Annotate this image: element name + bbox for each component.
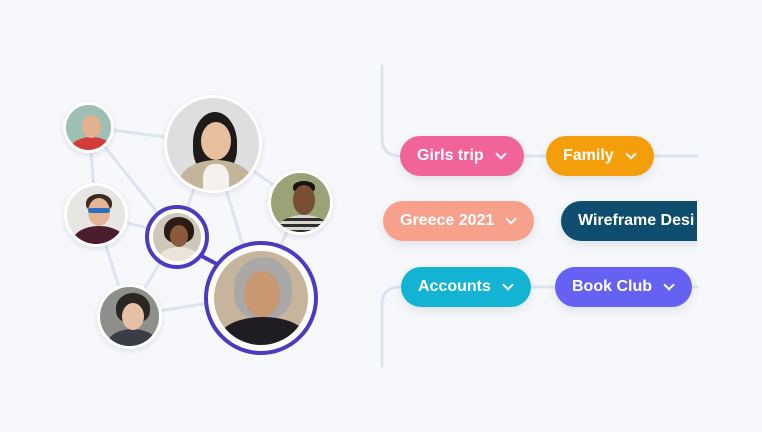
tree-line bbox=[380, 285, 402, 368]
tag-label: Greece 2021 bbox=[400, 212, 495, 229]
tag-label: Accounts bbox=[418, 278, 491, 295]
tag-girls-trip[interactable]: Girls trip bbox=[400, 136, 524, 176]
avatar[interactable] bbox=[97, 284, 162, 349]
tag-label: Family bbox=[563, 147, 614, 164]
chevron-down-icon[interactable] bbox=[501, 280, 515, 294]
avatar[interactable] bbox=[63, 102, 114, 153]
chevron-down-icon[interactable] bbox=[624, 149, 638, 163]
chevron-down-icon[interactable] bbox=[494, 149, 508, 163]
tag-greece-2021[interactable]: Greece 2021 bbox=[383, 201, 535, 241]
tag-label: Wireframe Desi bbox=[578, 212, 695, 229]
chevron-down-icon[interactable] bbox=[662, 280, 676, 294]
avatar[interactable] bbox=[212, 249, 310, 347]
tag-label: Book Club bbox=[572, 278, 652, 295]
avatar[interactable] bbox=[268, 170, 333, 235]
tree-line bbox=[380, 64, 402, 158]
avatar[interactable] bbox=[151, 211, 203, 263]
glasses-icon bbox=[88, 208, 110, 213]
tag-wireframe-design[interactable]: Wireframe Desi bbox=[561, 201, 697, 241]
avatar[interactable] bbox=[164, 95, 262, 193]
tag-accounts[interactable]: Accounts bbox=[401, 267, 531, 307]
chevron-down-icon[interactable] bbox=[504, 214, 518, 228]
tag-book-club[interactable]: Book Club bbox=[555, 267, 692, 307]
tag-label: Girls trip bbox=[417, 147, 484, 164]
groups-panel: Girls trip Family Greece 2021 Wireframe … bbox=[0, 0, 697, 432]
avatar[interactable] bbox=[64, 183, 128, 247]
tag-family[interactable]: Family bbox=[546, 136, 654, 176]
